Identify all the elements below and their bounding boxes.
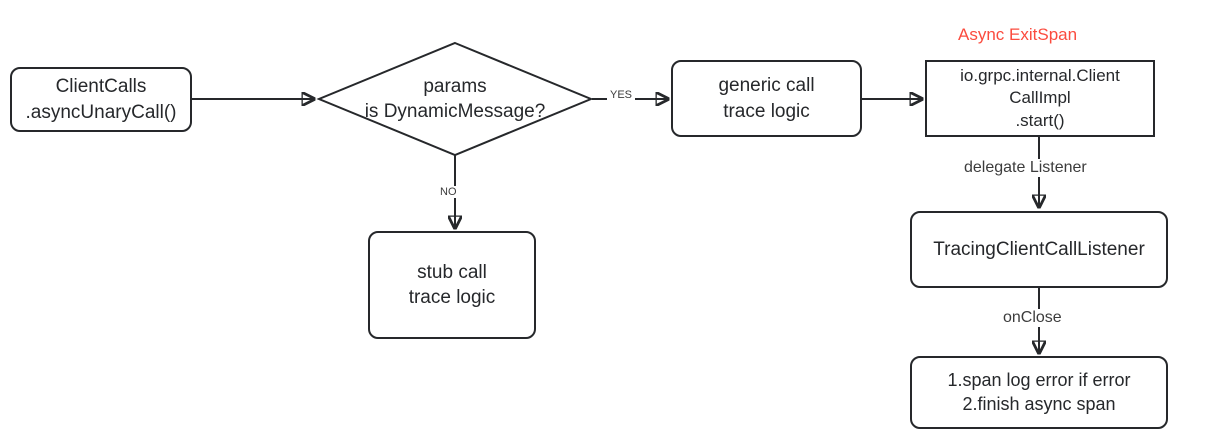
diamond-shape: [316, 41, 594, 157]
node-client-calls[interactable]: ClientCalls .asyncUnaryCall(): [10, 67, 192, 132]
edge-label-yes: YES: [607, 89, 636, 101]
edge-label-on-close: onClose: [1000, 309, 1065, 327]
node-stub-call[interactable]: stub call trace logic: [368, 231, 536, 339]
edge-label-no: NO: [437, 186, 460, 198]
node-generic-call[interactable]: generic call trace logic: [671, 60, 862, 137]
node-on-close-actions[interactable]: 1.span log error if error 2.finish async…: [910, 356, 1168, 429]
edge-label-delegate-listener: delegate Listener: [961, 159, 1090, 177]
node-client-call-impl[interactable]: io.grpc.internal.Client CallImpl .start(…: [925, 60, 1155, 137]
node-tracing-listener[interactable]: TracingClientCallListener: [910, 211, 1168, 288]
node-params-decision-label: params is DynamicMessage?: [364, 75, 546, 122]
async-exit-span-annotation: Async ExitSpan: [958, 25, 1078, 44]
node-params-decision[interactable]: params is DynamicMessage?: [316, 41, 594, 157]
